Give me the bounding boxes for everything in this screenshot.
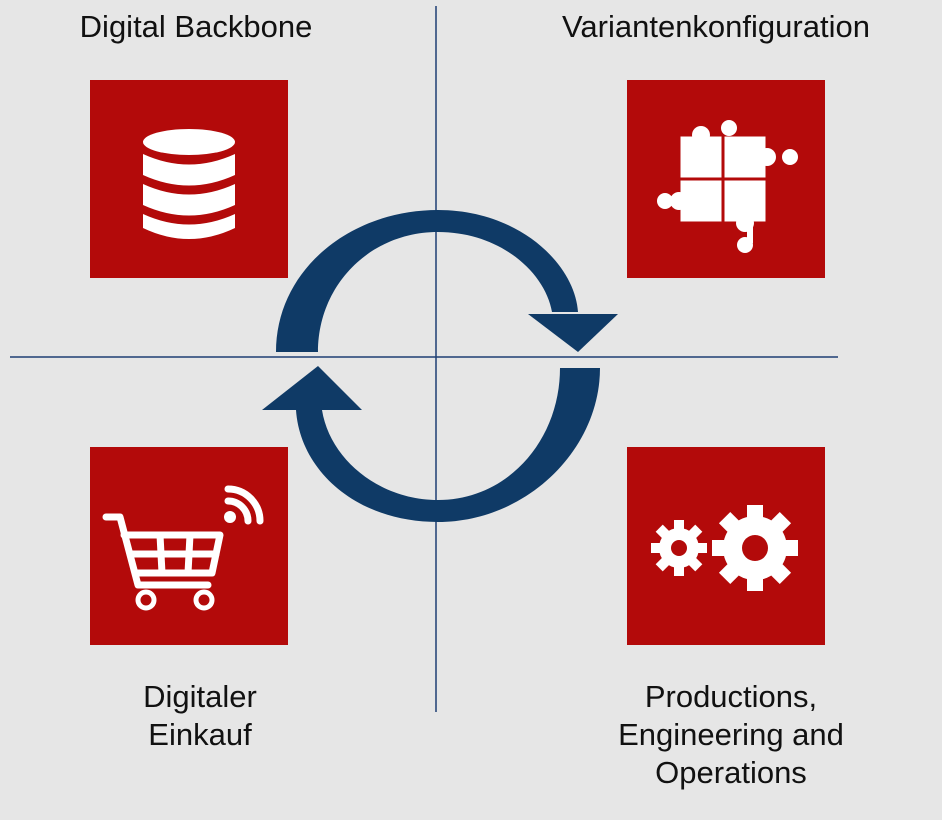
puzzle-icon xyxy=(657,120,798,253)
label-variantenkonfiguration: Variantenkonfiguration xyxy=(562,9,870,44)
shopping-cart-wifi-icon xyxy=(102,485,264,611)
label-productions-engineering-operations: Productions, Engineering and Operations xyxy=(618,679,844,790)
gears-icon xyxy=(651,505,798,591)
cycle-arrow-bottom xyxy=(262,366,600,522)
tile-variantenkonfiguration xyxy=(627,80,825,278)
cycle-arrow-top xyxy=(276,210,618,352)
label-digitaler-einkauf: Digitaler Einkauf xyxy=(143,679,257,752)
tile-digital-backbone xyxy=(90,80,288,278)
database-icon xyxy=(143,129,235,239)
tile-digitaler-einkauf xyxy=(90,447,288,645)
label-digital-backbone: Digital Backbone xyxy=(79,9,313,44)
tile-productions-engineering-operations xyxy=(627,447,825,645)
